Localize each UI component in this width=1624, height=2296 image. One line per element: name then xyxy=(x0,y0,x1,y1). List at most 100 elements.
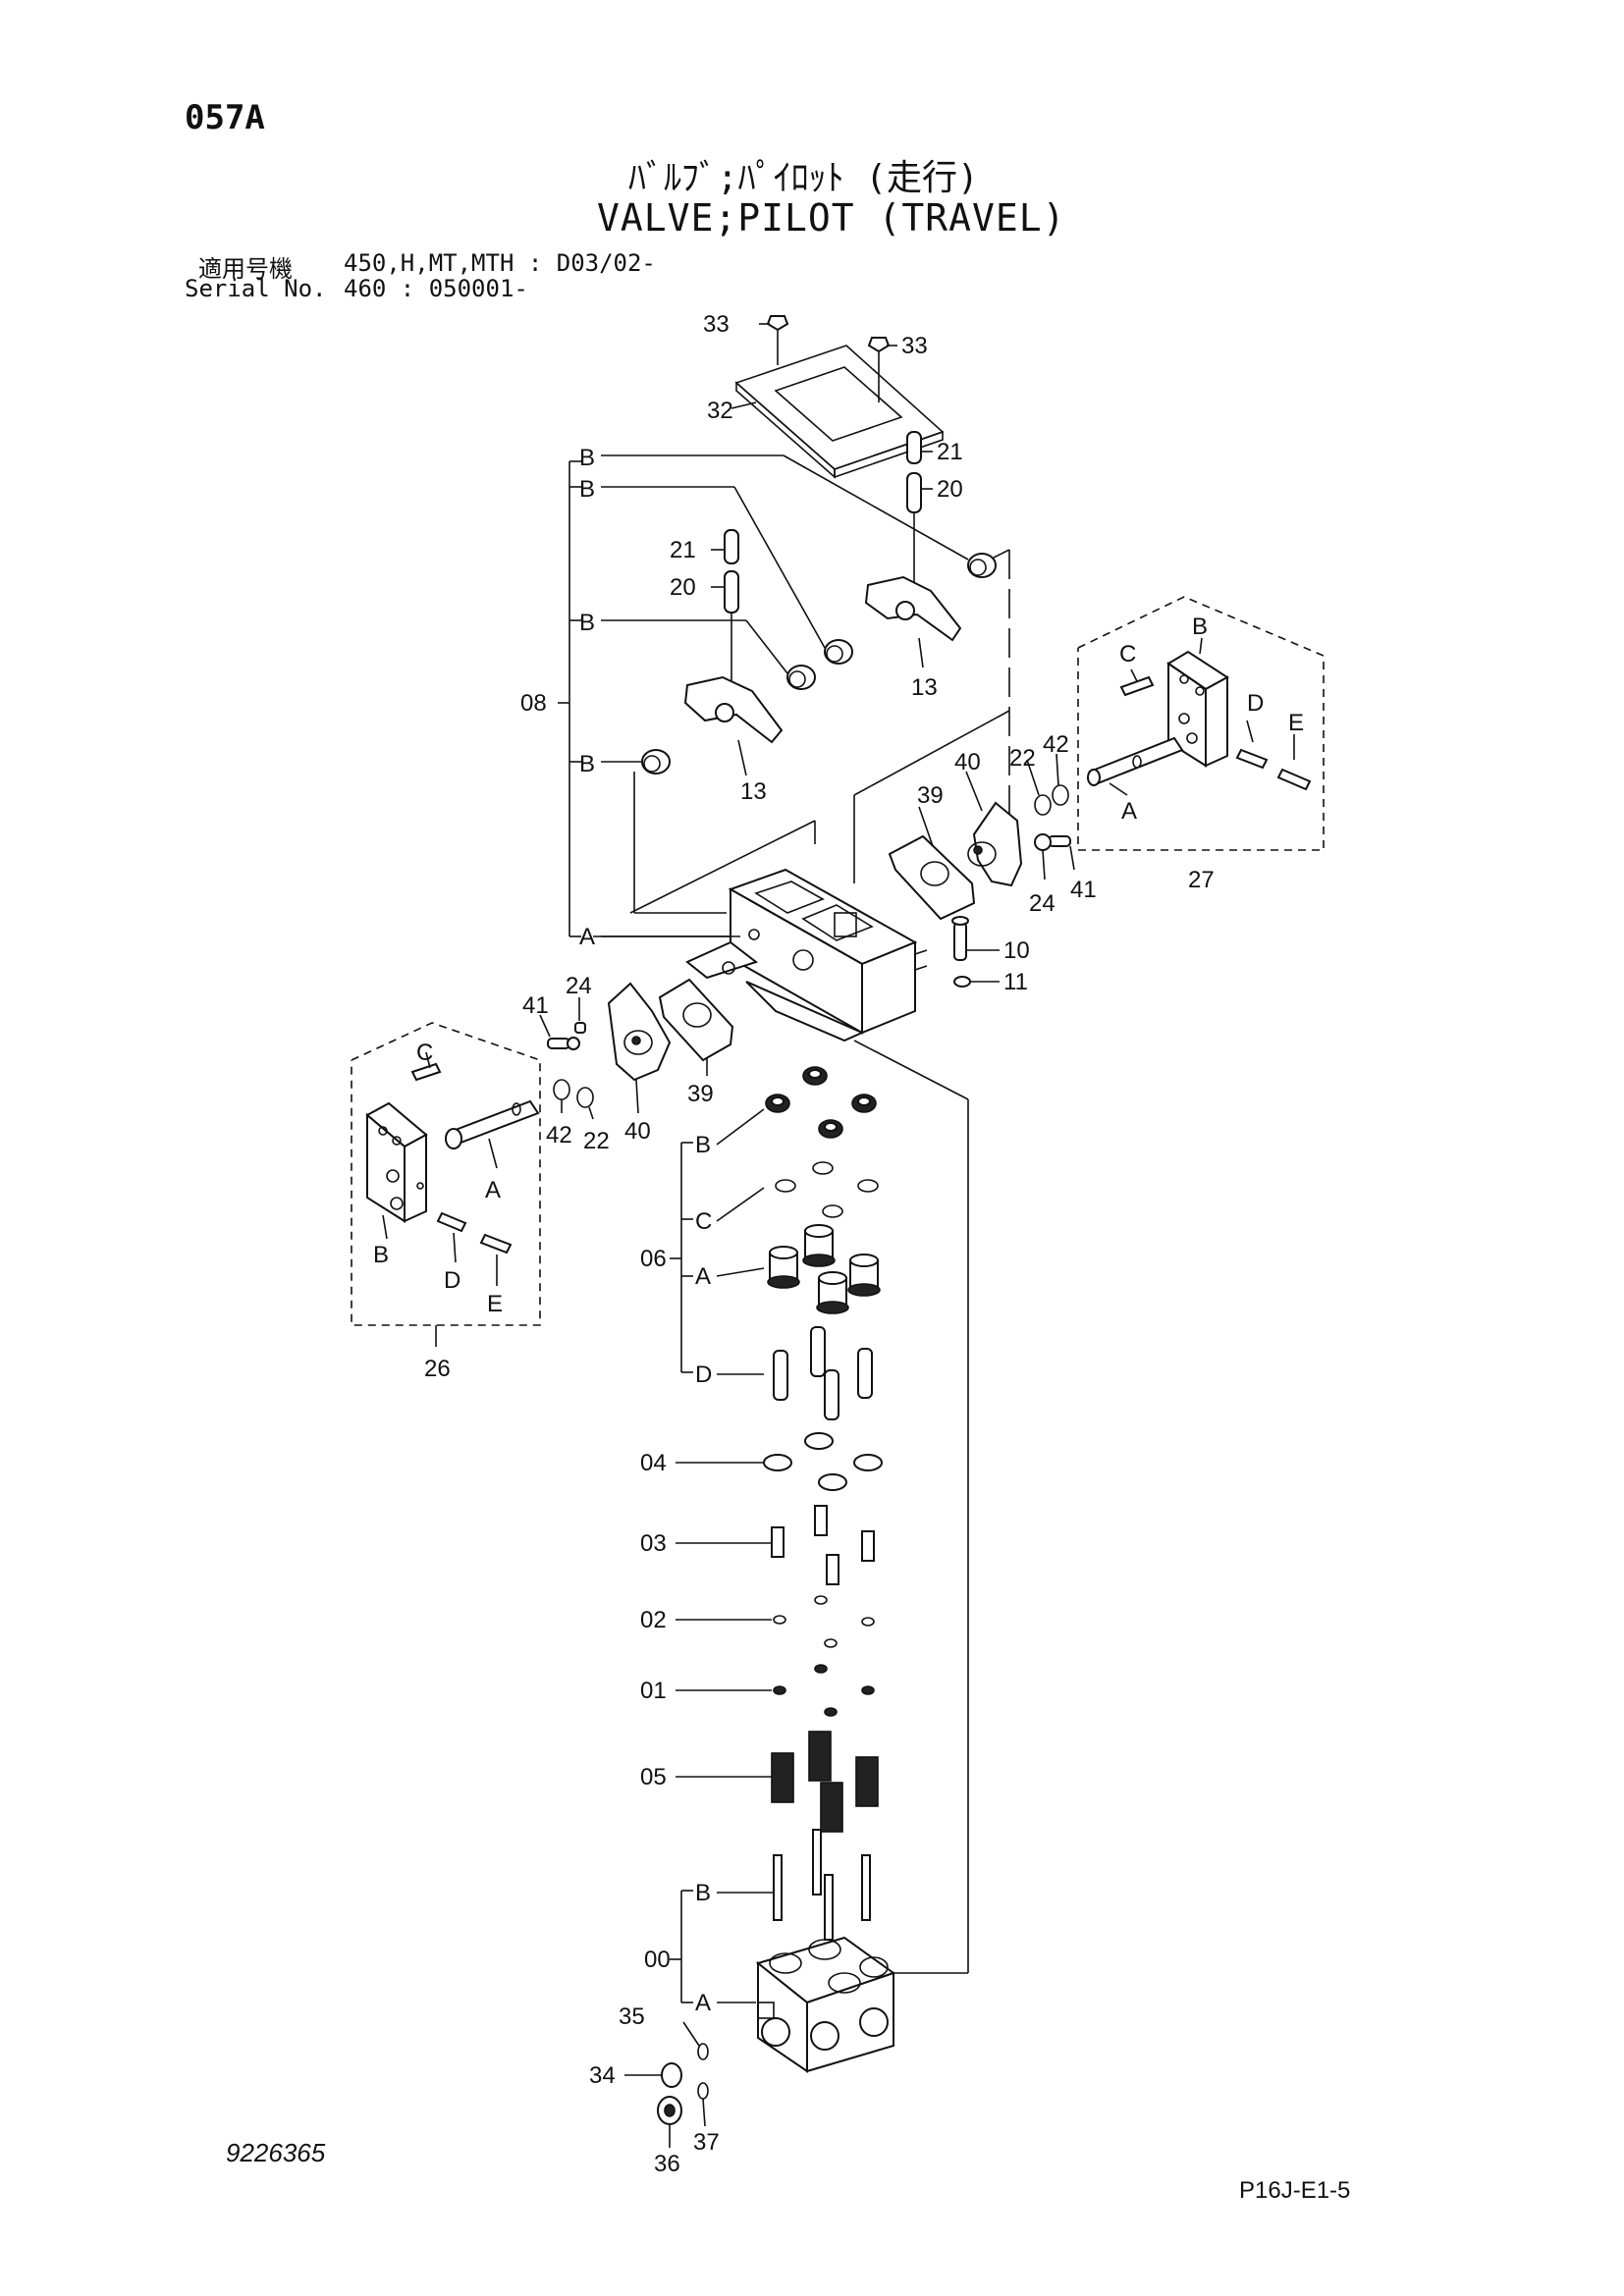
bolt-10 xyxy=(951,916,969,961)
o-ring-42-right xyxy=(1052,784,1069,806)
callout-04: 04 xyxy=(640,1450,667,1476)
pin-E-26 xyxy=(479,1233,513,1255)
o-ring-37 xyxy=(697,2082,709,2100)
group-00-bracket xyxy=(670,1890,693,2003)
callout-42-right: 42 xyxy=(1043,731,1069,758)
callout-20-left: 20 xyxy=(670,574,696,601)
callout-35: 35 xyxy=(619,2003,645,2030)
pin-C-27 xyxy=(1119,675,1155,697)
bushing-mid-left xyxy=(786,665,816,690)
piston-D xyxy=(773,1326,873,1420)
callout-00: 00 xyxy=(644,1947,671,1973)
callout-26-A: A xyxy=(485,1177,501,1203)
bushing-upper-right xyxy=(967,553,997,578)
callout-08-A: A xyxy=(579,924,595,950)
callout-13-right: 13 xyxy=(911,674,938,701)
seal-B-2 xyxy=(802,1066,828,1086)
callout-24-right: 24 xyxy=(1029,890,1056,917)
bolt-33-left xyxy=(766,315,789,365)
callout-26-D: D xyxy=(444,1267,460,1294)
callout-21-left: 21 xyxy=(670,537,696,563)
callout-27: 27 xyxy=(1188,867,1215,893)
callout-26-E: E xyxy=(487,1291,503,1317)
pin-20-right xyxy=(906,472,922,513)
callout-32: 32 xyxy=(707,398,733,424)
callout-20-right: 20 xyxy=(937,476,963,503)
pin-E-27 xyxy=(1276,768,1312,791)
pin-D-27 xyxy=(1235,748,1269,770)
lower-body-A xyxy=(755,1936,896,2073)
cover-40-right xyxy=(967,801,1023,887)
callout-08: 08 xyxy=(520,690,547,717)
bolt-33-right xyxy=(867,337,891,402)
serial-value: 460 : 050001- xyxy=(344,275,528,302)
spring-seat-04 xyxy=(763,1432,883,1491)
o-ring-C xyxy=(775,1161,879,1218)
block-27 xyxy=(1166,650,1229,768)
callout-08-B-4: B xyxy=(579,751,595,777)
callout-24-left: 24 xyxy=(566,973,592,999)
model-label: 適用号機 xyxy=(198,255,293,283)
group-08-bracket xyxy=(558,460,581,937)
box-27 xyxy=(1077,596,1325,851)
callout-03: 03 xyxy=(640,1530,667,1557)
shaft-A-27 xyxy=(1087,736,1184,786)
callout-22-left: 22 xyxy=(583,1128,610,1154)
cover-plate xyxy=(734,345,945,479)
bushing-mid-right xyxy=(824,639,853,665)
callout-08-B-2: B xyxy=(579,476,595,503)
o-ring-22-right xyxy=(1034,794,1052,816)
seal-B-4 xyxy=(818,1119,843,1139)
pin-21-left xyxy=(724,529,739,564)
callout-37: 37 xyxy=(693,2129,720,2156)
callout-27-A: A xyxy=(1121,798,1137,825)
callout-26-C: C xyxy=(416,1040,433,1066)
pin-D-26 xyxy=(436,1211,467,1233)
pin-C-26 xyxy=(410,1062,442,1082)
model-value: 450,H,MT,MTH : D03/02- xyxy=(344,249,656,277)
callout-40-left: 40 xyxy=(624,1118,651,1145)
callout-33-right: 33 xyxy=(901,333,928,359)
callout-27-C: C xyxy=(1119,641,1136,667)
callout-00-B: B xyxy=(695,1880,711,1906)
callout-39-left: 39 xyxy=(687,1081,714,1107)
callout-36: 36 xyxy=(654,2151,680,2177)
callout-08-B-1: B xyxy=(579,445,595,471)
callout-41-left: 41 xyxy=(522,992,549,1019)
washer-02 xyxy=(773,1595,875,1648)
seal-B-1 xyxy=(765,1094,790,1113)
group-06-bracket xyxy=(670,1142,693,1373)
callout-42-left: 42 xyxy=(546,1122,572,1148)
block-26 xyxy=(365,1101,428,1223)
callout-27-D: D xyxy=(1247,690,1264,717)
screw-24-left xyxy=(574,1022,586,1034)
callout-27-E: E xyxy=(1288,710,1304,736)
callout-06-A: A xyxy=(695,1263,711,1290)
drawing-number: 9226365 xyxy=(226,2138,326,2167)
callout-13-left: 13 xyxy=(740,778,767,805)
callout-00-A: A xyxy=(695,1990,711,2016)
shaft-A-26 xyxy=(445,1099,540,1149)
callout-11: 11 xyxy=(1003,969,1028,995)
page-code: 057A xyxy=(185,98,265,137)
callout-02: 02 xyxy=(640,1607,667,1633)
page-reference: P16J-E1-5 xyxy=(1239,2177,1351,2204)
o-ring-42-left xyxy=(553,1079,570,1100)
bushing-lower-left xyxy=(641,749,671,774)
cam-13-right xyxy=(864,575,962,642)
callout-26: 26 xyxy=(424,1356,451,1382)
valve-body xyxy=(685,868,928,1042)
spring-03 xyxy=(771,1505,875,1585)
o-ring-22-left xyxy=(576,1087,594,1108)
title-japanese: ﾊﾞﾙﾌﾞ;ﾊﾟｲﾛｯﾄ (走行) xyxy=(628,158,979,198)
callout-40-right: 40 xyxy=(954,749,981,775)
pin-20-left xyxy=(724,570,739,614)
o-ring-35 xyxy=(697,2043,709,2060)
callout-27-B: B xyxy=(1192,614,1208,640)
callout-05: 05 xyxy=(640,1764,667,1790)
callout-34: 34 xyxy=(589,2062,616,2089)
screw-41-right xyxy=(1034,833,1071,851)
callout-10: 10 xyxy=(1003,937,1030,964)
